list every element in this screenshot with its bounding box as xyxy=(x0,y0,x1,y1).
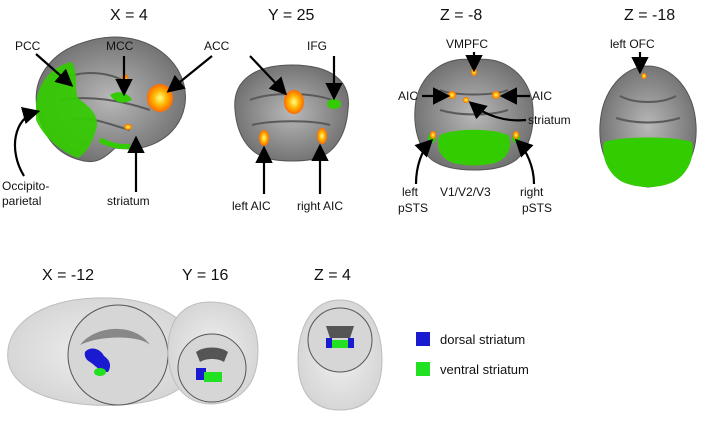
activation-green-cerebellum-zm18 xyxy=(603,137,693,187)
label-striatum-zm8: striatum xyxy=(528,113,571,127)
panel-zm8: Z = -8 VMPFC AIC AIC striatum left pSTS … xyxy=(398,7,571,215)
activation-vmpfc-zm8 xyxy=(471,68,477,76)
panel-z4: Z = 4 xyxy=(297,267,383,411)
panel-title-zm8: Z = -8 xyxy=(440,7,482,24)
label-left-psts-2: pSTS xyxy=(398,201,428,215)
activation-green-visual-zm8 xyxy=(438,129,510,166)
legend-label-ventral: ventral striatum xyxy=(440,362,529,377)
label-right-aic: right AIC xyxy=(297,199,343,213)
activation-pSTS-right-zm8 xyxy=(513,131,519,139)
ventral-striatum-y16 xyxy=(204,372,222,382)
label-striatum-x4: striatum xyxy=(107,194,150,208)
arrow-occipito xyxy=(13,107,41,177)
arrow-left-psts xyxy=(414,138,434,185)
zoom-circle-xm12 xyxy=(67,304,169,406)
dorsal-striatum-z4-left xyxy=(326,338,332,348)
panel-title-z4: Z = 4 xyxy=(314,267,351,284)
panel-y16: Y = 16 xyxy=(167,267,259,405)
arrow-right-psts xyxy=(514,138,536,185)
label-occipito-1: Occipito- xyxy=(2,179,49,193)
activation-green-occipital-x4 xyxy=(36,62,98,158)
panel-title-y25: Y = 25 xyxy=(268,7,315,24)
label-pcc: PCC xyxy=(15,39,41,53)
activation-ifg-y25 xyxy=(327,99,341,109)
label-right-psts-1: right xyxy=(520,185,544,199)
label-left-ofc: left OFC xyxy=(610,37,655,51)
ventral-striatum-z4 xyxy=(332,340,348,348)
dorsal-striatum-xm12 xyxy=(84,348,111,372)
label-left-aic: left AIC xyxy=(232,199,271,213)
legend: dorsal striatum ventral striatum xyxy=(416,332,529,377)
panel-title-x4: X = 4 xyxy=(110,7,148,24)
panel-x4: X = 4 PCC MCC ACC Occipito- parietal str… xyxy=(2,7,230,208)
panel-y25: Y = 25 IFG left AIC right AIC xyxy=(232,7,349,213)
activation-pSTS-left-zm8 xyxy=(430,131,436,139)
label-aic-left-zm8: AIC xyxy=(398,89,418,103)
panel-title-xm12: X = -12 xyxy=(42,267,94,284)
label-right-psts-2: pSTS xyxy=(522,201,552,215)
panel-title-y16: Y = 16 xyxy=(182,267,229,284)
activation-left-ofc-zm18 xyxy=(641,73,647,79)
arrow-striatum-zm8 xyxy=(468,101,527,122)
dorsal-striatum-z4-right xyxy=(348,338,354,348)
label-mcc: MCC xyxy=(106,39,134,53)
activation-aic-left-zm8 xyxy=(448,91,456,99)
label-vmpfc: VMPFC xyxy=(446,37,488,51)
panel-zm18: Z = -18 left OFC xyxy=(599,7,697,188)
activation-left-aic-y25 xyxy=(259,130,269,146)
panel-xm12: X = -12 xyxy=(7,267,197,406)
panel-title-zm18: Z = -18 xyxy=(624,7,675,24)
legend-swatch-dorsal xyxy=(416,332,430,346)
label-left-psts-1: left xyxy=(402,185,419,199)
activation-acc-y25 xyxy=(284,90,304,114)
legend-label-dorsal: dorsal striatum xyxy=(440,332,525,347)
ventral-striatum-xm12 xyxy=(94,368,106,376)
label-v1v2v3: V1/V2/V3 xyxy=(440,185,491,199)
label-acc: ACC xyxy=(204,39,230,53)
label-occipito-2: parietal xyxy=(2,194,41,208)
zoom-circle-y16 xyxy=(177,333,247,403)
arrow-acc xyxy=(166,55,213,93)
label-ifg: IFG xyxy=(307,39,327,53)
arrow-pcc xyxy=(35,53,74,87)
arrow-acc-y25 xyxy=(249,55,288,96)
activation-striatum-x4 xyxy=(124,124,132,130)
activation-acc-x4 xyxy=(147,84,173,112)
activation-aic-right-zm8 xyxy=(492,91,500,99)
dorsal-striatum-y16 xyxy=(196,368,206,380)
label-aic-right-zm8: AIC xyxy=(532,89,552,103)
legend-swatch-ventral xyxy=(416,362,430,376)
activation-right-aic-y25 xyxy=(317,128,327,144)
